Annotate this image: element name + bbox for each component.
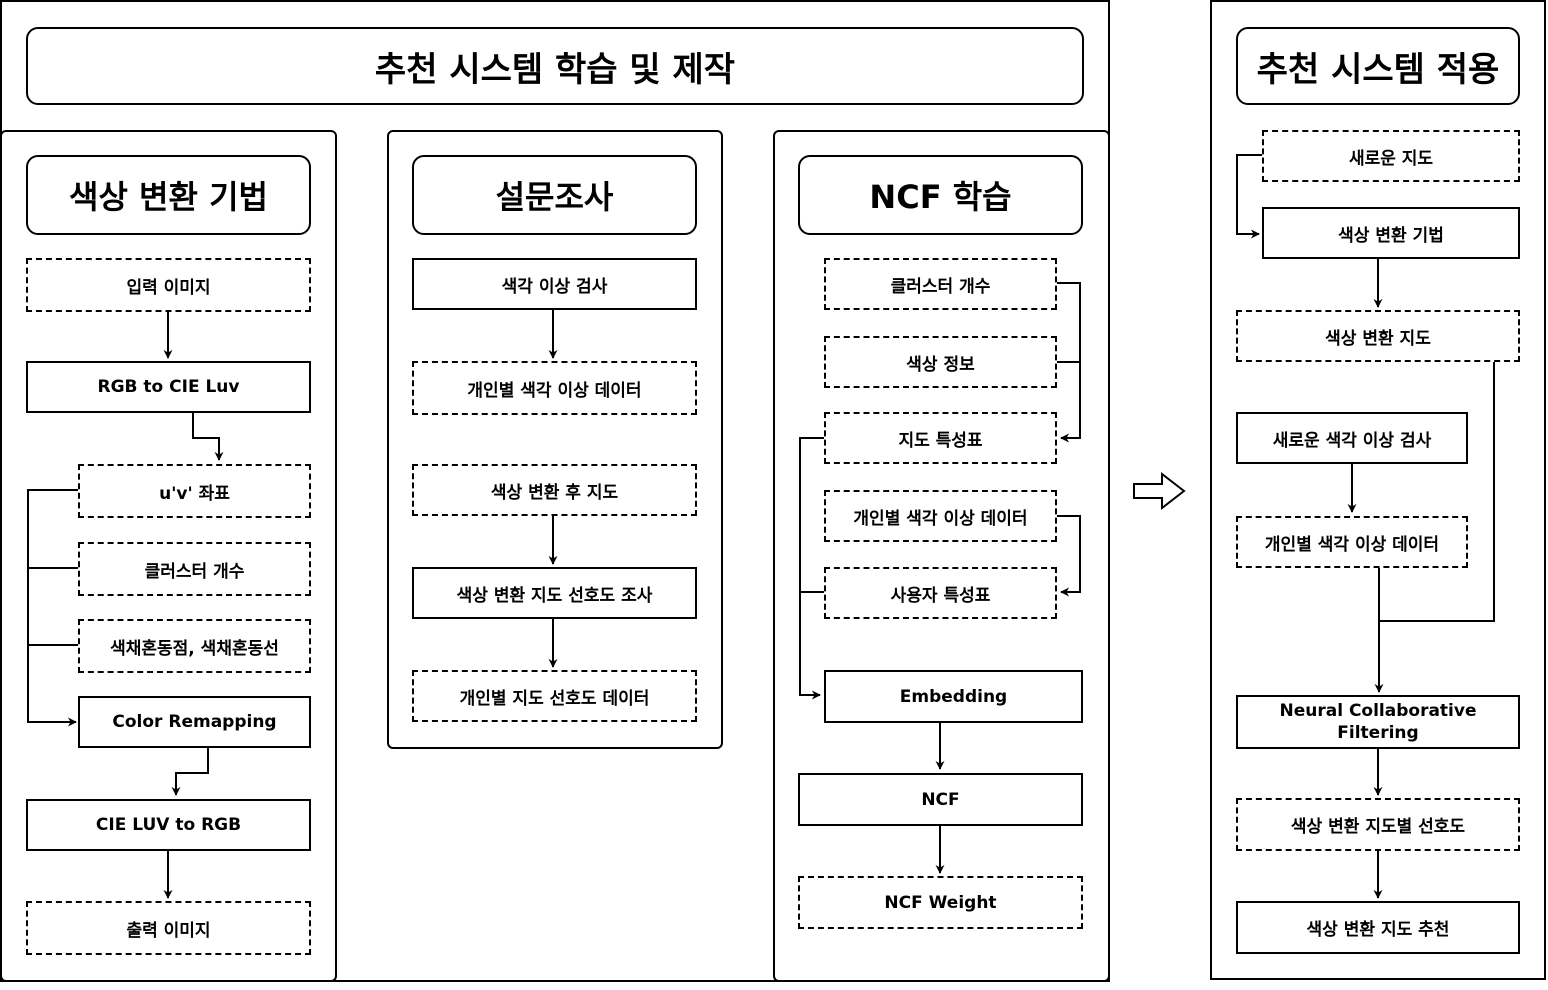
ncf-panel — [773, 130, 1110, 982]
node-converted-map: 색상 변환 후 지도 — [412, 464, 697, 516]
node-preference-survey: 색상 변환 지도 선호도 조사 — [412, 567, 697, 619]
bracket-embedding — [799, 437, 824, 700]
bracket-map-features — [1056, 282, 1081, 443]
node-apply-method: 색상 변환 기법 — [1262, 207, 1520, 259]
node-color-remapping: Color Remapping — [78, 696, 311, 748]
node-luv-to-rgb: CIE LUV to RGB — [26, 799, 311, 851]
node-output-image: 출력 이미지 — [26, 901, 311, 955]
node-new-cvd-test: 새로운 색각 이상 검사 — [1236, 412, 1468, 464]
node-map-preference: 색상 변환 지도별 선호도 — [1236, 798, 1520, 851]
node-color-info: 색상 정보 — [824, 336, 1057, 388]
node-ncf-cluster-count: 클러스터 개수 — [824, 258, 1057, 310]
node-embedding: Embedding — [824, 670, 1083, 723]
bracket-left-color — [27, 489, 78, 727]
node-preference-data: 개인별 지도 선호도 데이터 — [412, 670, 697, 722]
node-map-recommendation: 색상 변환 지도 추천 — [1236, 901, 1520, 954]
node-cluster-count: 클러스터 개수 — [78, 542, 311, 596]
node-confusion-points: 색채혼동점, 색채혼동선 — [78, 619, 311, 673]
node-map-features: 지도 특성표 — [824, 412, 1057, 464]
survey-panel — [387, 130, 723, 749]
node-ncf-weight: NCF Weight — [798, 876, 1083, 929]
arrow-rgb-to-uv — [192, 413, 224, 461]
apply-title: 추천 시스템 적용 — [1236, 27, 1520, 105]
node-neural-collaborative-filtering: Neural Collaborative Filtering — [1236, 695, 1520, 749]
ncf-panel-title: NCF 학습 — [798, 155, 1083, 235]
node-ncf-personal-data: 개인별 색각 이상 데이터 — [824, 490, 1057, 542]
node-rgb-to-luv: RGB to CIE Luv — [26, 361, 311, 413]
node-uv-coords: u'v' 좌표 — [78, 464, 311, 518]
node-user-features: 사용자 특성표 — [824, 567, 1057, 619]
training-title: 추천 시스템 학습 및 제작 — [26, 27, 1084, 105]
line-converted-down — [1379, 362, 1495, 622]
bracket-user-features — [1056, 515, 1081, 597]
node-apply-converted-map: 색상 변환 지도 — [1236, 310, 1520, 362]
node-new-map: 새로운 지도 — [1262, 130, 1520, 182]
arrow-newmap-to-method — [1236, 154, 1262, 239]
node-input-image: 입력 이미지 — [26, 258, 311, 312]
hollow-right-arrow-icon — [1133, 471, 1186, 511]
color-panel-title: 색상 변환 기법 — [26, 155, 311, 235]
survey-panel-title: 설문조사 — [412, 155, 697, 235]
node-ncf: NCF — [798, 773, 1083, 826]
node-color-vision-test: 색각 이상 검사 — [412, 258, 697, 310]
node-apply-personal-data: 개인별 색각 이상 데이터 — [1236, 516, 1468, 568]
arrow-remap-to-luv2rgb — [171, 748, 209, 796]
apply-frame — [1210, 0, 1546, 980]
color-panel — [0, 130, 337, 982]
node-personal-cvd-data: 개인별 색각 이상 데이터 — [412, 361, 697, 415]
